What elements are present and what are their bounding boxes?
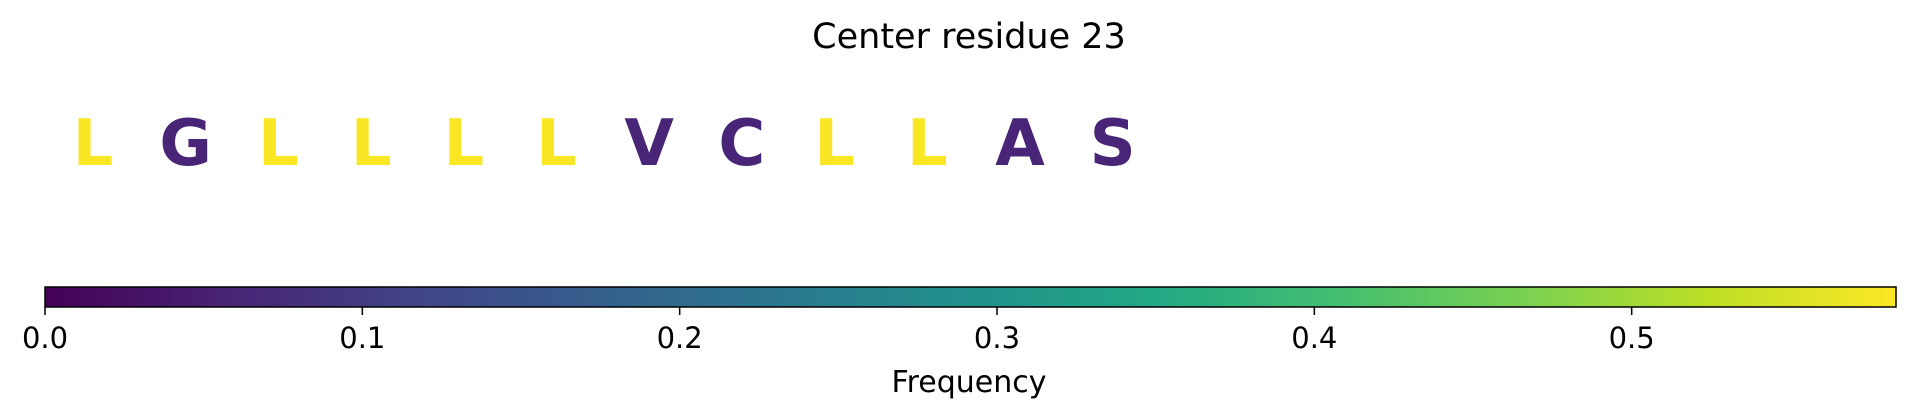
residue-letter: L xyxy=(443,107,484,181)
colorbar-ticks: 0.0 0.1 0.2 0.3 0.4 0.5 xyxy=(22,307,1655,355)
residue-letter: L xyxy=(351,107,392,181)
residue-letter: L xyxy=(258,107,299,181)
colorbar xyxy=(45,287,1896,307)
colorbar-tick-label: 0.4 xyxy=(1291,321,1337,355)
residue-letter: S xyxy=(1090,107,1136,181)
colorbar-tick-label: 0.3 xyxy=(974,321,1020,355)
colorbar-frame xyxy=(44,286,1897,308)
residue-letter: L xyxy=(814,107,855,181)
colorbar-tick-label: 0.0 xyxy=(22,321,68,355)
residue-letter: G xyxy=(159,107,212,181)
residue-letter: A xyxy=(995,107,1045,181)
residue-letter: L xyxy=(73,107,114,181)
colorbar-label: Frequency xyxy=(892,365,1047,400)
colorbar-tick-label: 0.1 xyxy=(339,321,385,355)
colorbar-tick-label: 0.5 xyxy=(1609,321,1655,355)
residue-letter: V xyxy=(624,107,674,181)
residue-letter: L xyxy=(907,107,948,181)
chart-title: Center residue 23 xyxy=(812,17,1126,57)
colorbar-tick-label: 0.2 xyxy=(657,321,703,355)
residue-letter: C xyxy=(718,107,765,181)
residue-letter: L xyxy=(536,107,577,181)
